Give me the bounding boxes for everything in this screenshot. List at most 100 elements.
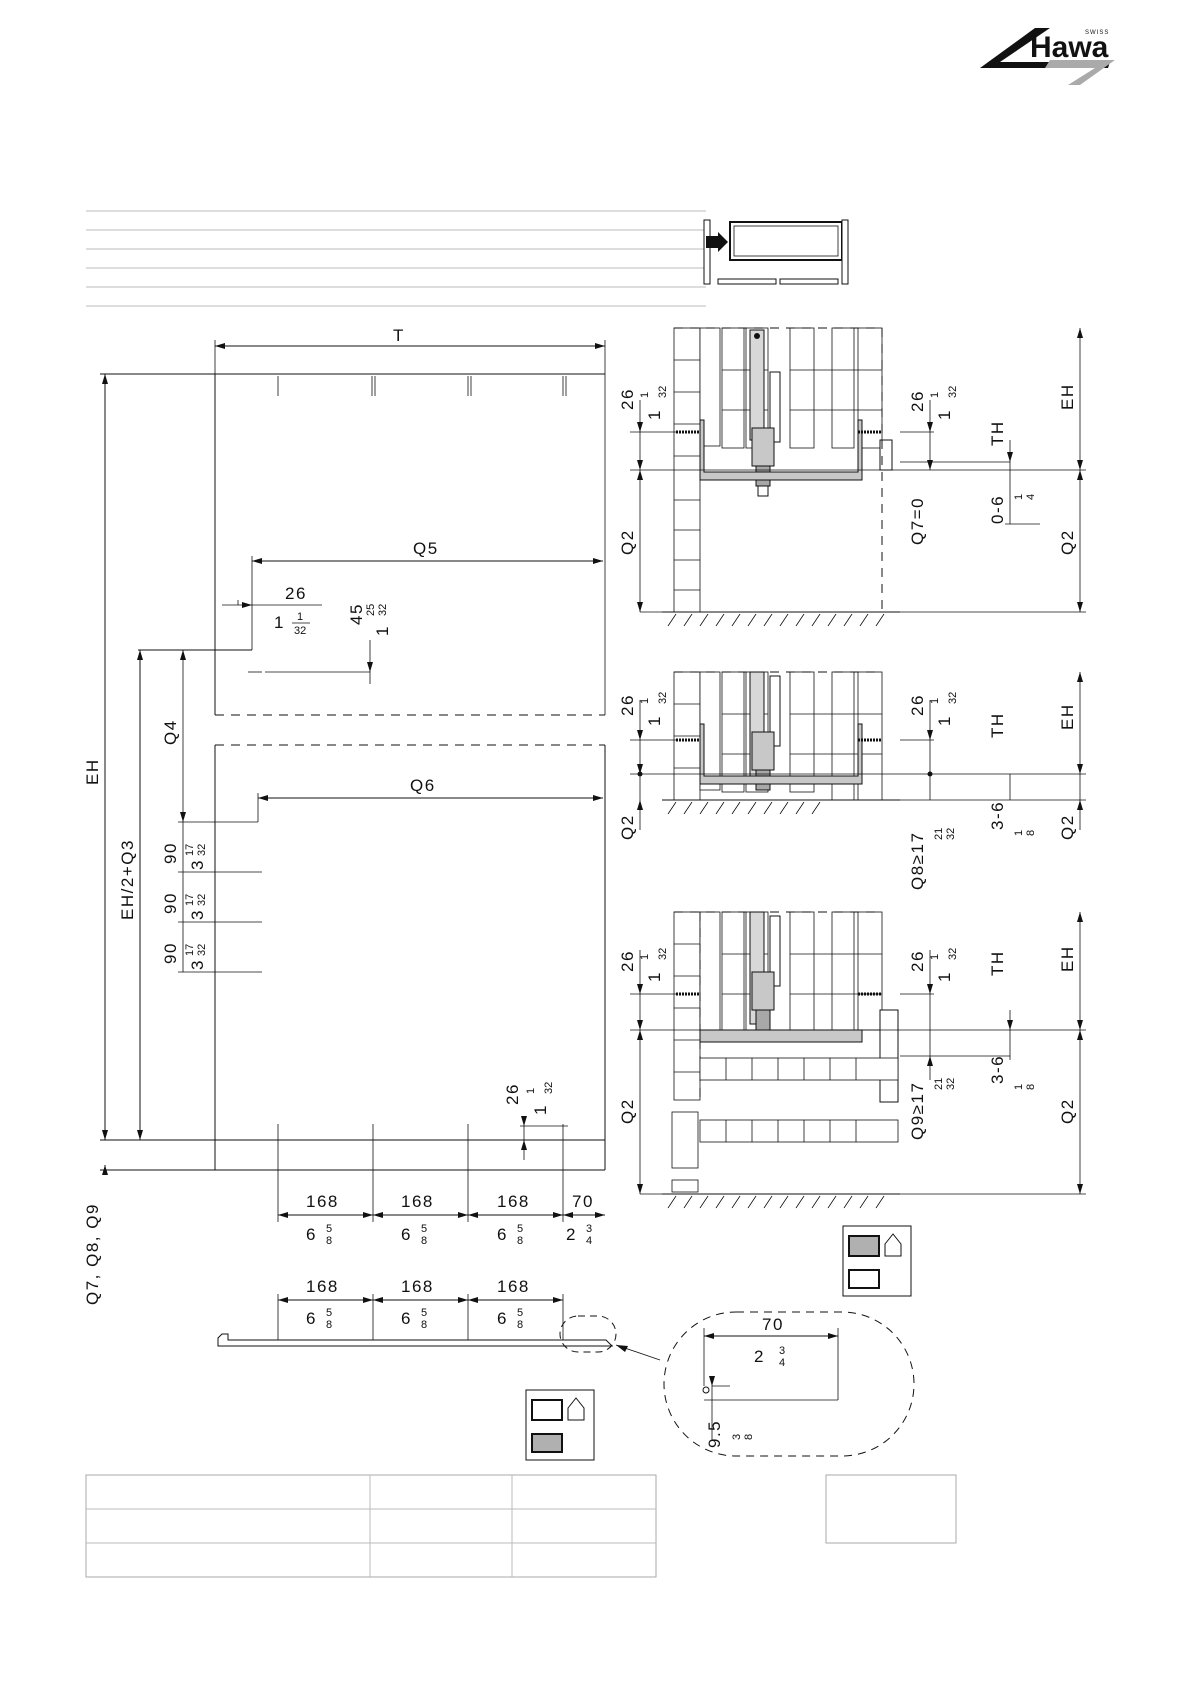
dim-168-e: 168 bbox=[401, 1277, 434, 1296]
label-EH2Q3: EH/2+Q3 bbox=[118, 839, 137, 920]
s3-frac-8-c: 8 bbox=[1025, 1084, 1037, 1090]
dim-45: 45 bbox=[347, 603, 366, 625]
frac-num-a: 1 bbox=[297, 611, 303, 623]
frac-17-c: 17 bbox=[184, 944, 196, 956]
frac-8-f: 8 bbox=[517, 1319, 523, 1331]
s3-frac-32-b: 32 bbox=[945, 1078, 957, 1090]
s1-frac-1-r: 1 bbox=[929, 392, 941, 398]
header-view-icon bbox=[703, 219, 849, 285]
dim-3-a: 3 bbox=[188, 859, 207, 870]
frac-32-c2: 32 bbox=[543, 1082, 555, 1094]
section-view-2: 26 1 1 32 Q2 26 1 1 32 Q8≥17 21 32 TH 3-… bbox=[618, 671, 1086, 890]
frac-5-c: 5 bbox=[517, 1223, 523, 1235]
label-Q5: Q5 bbox=[413, 539, 439, 558]
s1-dim-26-r: 26 bbox=[908, 390, 927, 412]
s3-dim-26-l: 26 bbox=[618, 950, 637, 972]
s1-dim-1-l: 1 bbox=[645, 409, 664, 420]
dim-90-c: 90 bbox=[161, 942, 180, 964]
logo-tag: SWISS bbox=[1085, 30, 1109, 36]
dim-168-f: 168 bbox=[497, 1277, 530, 1296]
frac-32-c: 32 bbox=[196, 944, 208, 956]
s2-dim-26-l: 26 bbox=[618, 694, 637, 716]
frac-8-g: 8 bbox=[743, 1434, 755, 1440]
s1-frac-32-l: 32 bbox=[657, 386, 669, 398]
s2-frac-8-c: 8 bbox=[1025, 830, 1037, 836]
s2-frac-32-b: 32 bbox=[945, 828, 957, 840]
s3-dim-1-r: 1 bbox=[935, 971, 954, 982]
frac-5-b: 5 bbox=[421, 1223, 427, 1235]
s3-label-Q2-l: Q2 bbox=[618, 1098, 637, 1124]
dim-3-b: 3 bbox=[188, 909, 207, 920]
frac-8-b: 8 bbox=[421, 1235, 427, 1247]
section-view-1: 26 1 1 32 Q2 26 1 1 32 Q7=0 TH 0-6 1 4 E… bbox=[618, 327, 1086, 627]
frac-4-b: 4 bbox=[779, 1357, 785, 1369]
s3-frac-1-l: 1 bbox=[639, 954, 651, 960]
dim-6-c: 6 bbox=[497, 1225, 508, 1244]
frac-4-a: 4 bbox=[586, 1235, 592, 1247]
dim-2-b: 2 bbox=[754, 1347, 765, 1366]
s3-dim-1-l: 1 bbox=[645, 971, 664, 982]
s1-frac-1-l: 1 bbox=[639, 392, 651, 398]
frac-32-a: 32 bbox=[196, 844, 208, 856]
s3-frac-1-c: 1 bbox=[1013, 1084, 1025, 1090]
s2-label-Q2-r: Q2 bbox=[1058, 814, 1077, 840]
s3-label-Q2-r: Q2 bbox=[1058, 1098, 1077, 1124]
s2-label-r36: 3-6 bbox=[988, 801, 1007, 830]
dim-26-a: 26 bbox=[285, 584, 307, 603]
frac-17-b: 17 bbox=[184, 894, 196, 906]
dim-6-f: 6 bbox=[497, 1309, 508, 1328]
symbol-box-left bbox=[525, 1389, 595, 1461]
label-Q4: Q4 bbox=[161, 719, 180, 745]
s1-label-Q2-l: Q2 bbox=[618, 529, 637, 555]
s2-frac-21: 21 bbox=[933, 828, 945, 840]
s1-dim-1-r: 1 bbox=[935, 409, 954, 420]
s3-label-r36: 3-6 bbox=[988, 1055, 1007, 1084]
dim-6-a: 6 bbox=[306, 1225, 317, 1244]
s1-label-Q7eq0: Q7=0 bbox=[908, 497, 927, 545]
dim-168-a: 168 bbox=[306, 1192, 339, 1211]
logo-name: Hawa bbox=[1030, 31, 1109, 64]
s2-label-TH: TH bbox=[988, 712, 1007, 738]
header-lines bbox=[86, 210, 706, 307]
s3-label-Q9ge17: Q9≥17 bbox=[908, 1082, 927, 1140]
dim-2-a: 2 bbox=[566, 1225, 577, 1244]
s1-label-r06: 0-6 bbox=[988, 495, 1007, 524]
frac-8-a: 8 bbox=[326, 1235, 332, 1247]
label-Q6: Q6 bbox=[410, 776, 436, 795]
dim-26-b: 26 bbox=[503, 1083, 522, 1105]
s2-frac-1-r: 1 bbox=[929, 698, 941, 704]
s3-label-EH: EH bbox=[1058, 945, 1077, 972]
s1-frac-1-b: 1 bbox=[1013, 494, 1025, 500]
dim-1-c: 1 bbox=[531, 1104, 550, 1115]
s2-label-Q2-l: Q2 bbox=[618, 814, 637, 840]
s1-label-EH: EH bbox=[1058, 383, 1077, 410]
footer-table bbox=[85, 1474, 657, 1578]
dim-6-d: 6 bbox=[306, 1309, 317, 1328]
dim-90-b: 90 bbox=[161, 892, 180, 914]
frac-den-a: 32 bbox=[294, 625, 306, 637]
frac-8-d: 8 bbox=[326, 1319, 332, 1331]
frac-5-a: 5 bbox=[326, 1223, 332, 1235]
frac-1-c: 1 bbox=[525, 1088, 537, 1094]
dim-70-b: 70 bbox=[762, 1315, 784, 1334]
dim-90-a: 90 bbox=[161, 842, 180, 864]
symbol-box-right bbox=[842, 1225, 912, 1297]
footer-box bbox=[825, 1474, 957, 1544]
frac-8-c: 8 bbox=[517, 1235, 523, 1247]
frac-32-b: 32 bbox=[196, 894, 208, 906]
detail-bubble: 70 2 3 4 9.5 3 8 bbox=[663, 1311, 915, 1457]
s2-frac-32-r: 32 bbox=[947, 692, 959, 704]
s2-frac-1-c: 1 bbox=[1013, 830, 1025, 836]
s1-dim-26-l: 26 bbox=[618, 388, 637, 410]
s1-label-TH: TH bbox=[988, 420, 1007, 446]
label-Q7Q8Q9: Q7, Q8, Q9 bbox=[83, 1203, 102, 1305]
s1-frac-4-b: 4 bbox=[1025, 494, 1037, 500]
s2-frac-32-l: 32 bbox=[657, 692, 669, 704]
frac-5-d: 5 bbox=[326, 1307, 332, 1319]
dim-168-b: 168 bbox=[401, 1192, 434, 1211]
s2-label-EH: EH bbox=[1058, 703, 1077, 730]
frac-den-b: 32 bbox=[377, 604, 389, 616]
s2-dim-1-r: 1 bbox=[935, 715, 954, 726]
frac-3-a: 3 bbox=[586, 1223, 592, 1235]
